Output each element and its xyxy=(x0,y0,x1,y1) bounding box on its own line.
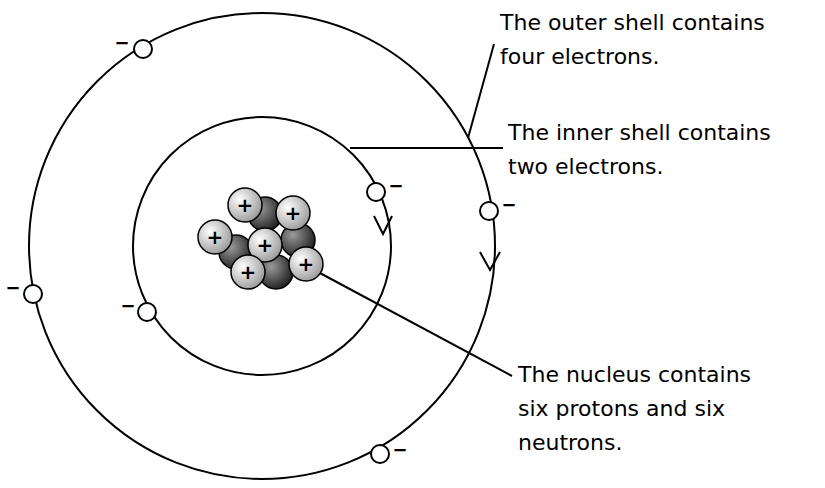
electron-charge: − xyxy=(114,34,129,52)
electron-charge: − xyxy=(501,196,516,214)
electron-charge: − xyxy=(388,177,403,195)
callout-label: The nucleus contains six protons and six… xyxy=(518,358,773,460)
outer-shell xyxy=(29,13,495,479)
direction-arrow xyxy=(480,252,500,270)
proton-charge: + xyxy=(240,262,257,282)
leader-line xyxy=(468,44,494,138)
callout-label: The outer shell contains four electrons. xyxy=(500,6,790,74)
proton-charge: + xyxy=(237,195,254,215)
electron-charge: − xyxy=(120,297,135,315)
inner-shell xyxy=(133,117,391,375)
proton-charge: + xyxy=(257,235,274,255)
leader-line xyxy=(318,272,512,376)
electron-charge: − xyxy=(5,279,20,297)
electrons xyxy=(24,40,498,463)
leader-line xyxy=(350,147,503,149)
nucleus xyxy=(198,188,323,289)
electron-charge: − xyxy=(392,441,407,459)
proton-charge: + xyxy=(207,227,224,247)
direction-arrow xyxy=(374,216,392,234)
callout-label: The inner shell contains two electrons. xyxy=(508,116,798,184)
proton-charge: + xyxy=(285,203,302,223)
proton-charge: + xyxy=(298,254,315,274)
